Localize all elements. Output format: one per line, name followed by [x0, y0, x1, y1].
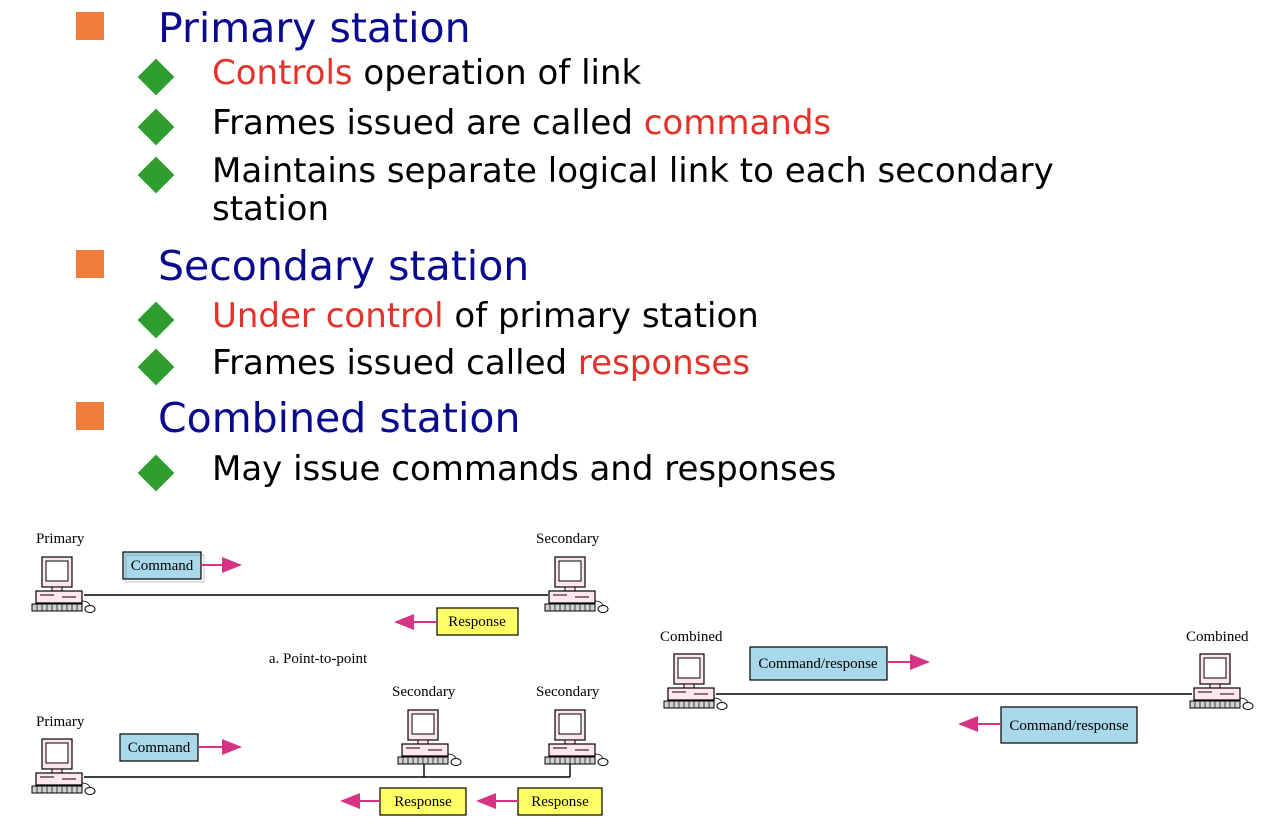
square-bullet-icon — [76, 12, 104, 40]
highlight-text: commands — [643, 103, 832, 143]
heading-text: Secondary station — [158, 242, 530, 290]
response-box — [517, 787, 603, 816]
heading-text: Primary station — [158, 4, 471, 52]
primary-computer-icon — [31, 738, 96, 796]
secondary-label: Secondary — [536, 684, 600, 700]
square-bullet-icon — [76, 402, 104, 430]
primary-computer-icon — [31, 556, 96, 614]
command-response-box — [749, 646, 888, 681]
command-box — [119, 733, 199, 762]
combined-label: Combined — [1186, 629, 1249, 645]
response-box — [379, 787, 467, 816]
response-box — [436, 607, 519, 636]
secondary-label: Secondary — [392, 684, 456, 700]
command-response-label: Command/response — [1009, 718, 1128, 734]
bullet-text: Frames issued called — [212, 343, 578, 383]
response-label: Response — [394, 794, 452, 810]
secondary-label: Secondary — [536, 531, 600, 547]
command-response-label: Command/response — [758, 656, 877, 672]
command-label: Command — [128, 740, 191, 756]
secondary-computer-icon — [544, 556, 609, 614]
highlight-text: responses — [577, 343, 751, 383]
bullet-text: Frames issued are called — [212, 103, 644, 143]
bullet-text: May issue commands and responses — [212, 449, 837, 489]
command-label: Command — [131, 558, 194, 574]
secondary-computer-icon — [397, 709, 462, 767]
combined-computer-icon — [1189, 653, 1254, 711]
response-label: Response — [531, 794, 589, 810]
primary-label: Primary — [36, 531, 85, 547]
highlight-text: Under control — [212, 296, 444, 336]
primary-label: Primary — [36, 714, 85, 730]
command-box — [122, 551, 202, 580]
command-response-box — [1000, 706, 1138, 744]
heading-text: Combined station — [158, 394, 521, 442]
bullet-text: of primary station — [443, 296, 759, 336]
combined-label: Combined — [660, 629, 723, 645]
bullet-text-continued: station — [212, 189, 330, 229]
caption-point-to-point: a. Point-to-point — [269, 651, 368, 667]
square-bullet-icon — [76, 250, 104, 278]
bullet-list: Primary station Controls operation of li… — [76, 4, 1054, 492]
response-label: Response — [448, 614, 506, 630]
highlight-text: Controls — [212, 53, 353, 93]
combined-computer-icon — [663, 653, 728, 711]
bullet-text: operation of link — [352, 53, 642, 93]
bullet-text: Maintains separate logical link to each … — [212, 151, 1054, 191]
secondary-computer-icon — [544, 709, 609, 767]
